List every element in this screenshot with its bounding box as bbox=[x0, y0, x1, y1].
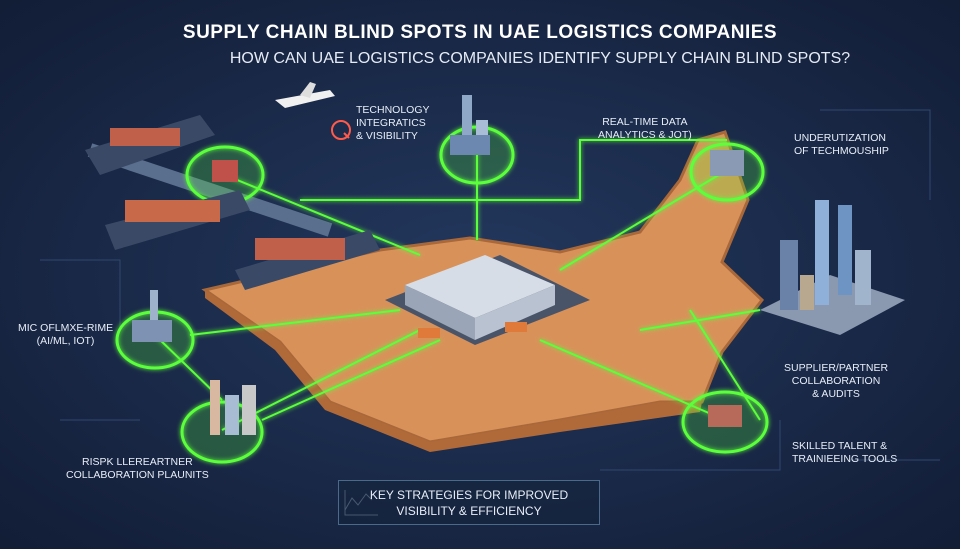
label-line: Technology bbox=[356, 104, 430, 116]
label-line: Underutization bbox=[794, 132, 886, 144]
key-strategies-box: Key Strategies for Improved Visibility &… bbox=[338, 480, 600, 525]
buildings bbox=[132, 95, 905, 435]
label-realtime-data: Real-Time Data Analytics & JOT) bbox=[598, 116, 692, 142]
label-line: (AI/ML, IOT) bbox=[36, 335, 95, 347]
label-line: & Audits bbox=[812, 388, 860, 400]
page-title: SUPPLY CHAIN BLIND SPOTS IN UAE LOGISTIC… bbox=[182, 22, 778, 43]
label-line: Integratics bbox=[356, 117, 426, 129]
label-line: Collaboration bbox=[791, 375, 881, 387]
label-underutilization: Underutization of Techmouship bbox=[794, 132, 889, 158]
landmass-edge bbox=[205, 290, 702, 452]
circuit-lines bbox=[40, 109, 940, 471]
label-partner-collaboration: Rispk llereartner Collaboration plaunits bbox=[66, 456, 209, 482]
label-line: Skilled Talent & bbox=[792, 440, 888, 452]
label-line: Collaboration plaunits bbox=[66, 469, 209, 481]
strategy-line: Key Strategies for Improved bbox=[369, 488, 569, 502]
label-technology: Technology Integratics & Visibility bbox=[356, 104, 430, 143]
label-line: Mic oflmxe-rime bbox=[18, 322, 114, 334]
label-line: & Visibility bbox=[356, 130, 418, 142]
label-line: of Techmouship bbox=[794, 145, 889, 157]
label-supplier-audits: Supplier/Partner Collaboration & Audits bbox=[784, 362, 888, 401]
label-line: Rispk llereartner bbox=[82, 456, 193, 468]
label-skilled-talent: Skilled Talent & Trainieeing Tools bbox=[792, 440, 897, 466]
label-line: Analytics & JOT) bbox=[598, 129, 692, 141]
central-warehouse bbox=[385, 255, 590, 345]
cargo-ships bbox=[85, 115, 380, 290]
label-line: Supplier/Partner bbox=[784, 362, 889, 374]
label-line: Real-Time Data bbox=[602, 116, 688, 128]
label-ai-iot: Mic oflmxe-rime (AI/ML, IOT) bbox=[18, 322, 113, 348]
page-subtitle: HOW CAN UAE LOGISTICS COMPANIES IDENTIFY… bbox=[229, 50, 851, 67]
magnifier-icon bbox=[331, 120, 351, 140]
label-line: Trainieeing Tools bbox=[792, 453, 898, 465]
strategy-line: Visibility & Efficiency bbox=[396, 504, 542, 518]
airplane-icon bbox=[275, 82, 335, 108]
